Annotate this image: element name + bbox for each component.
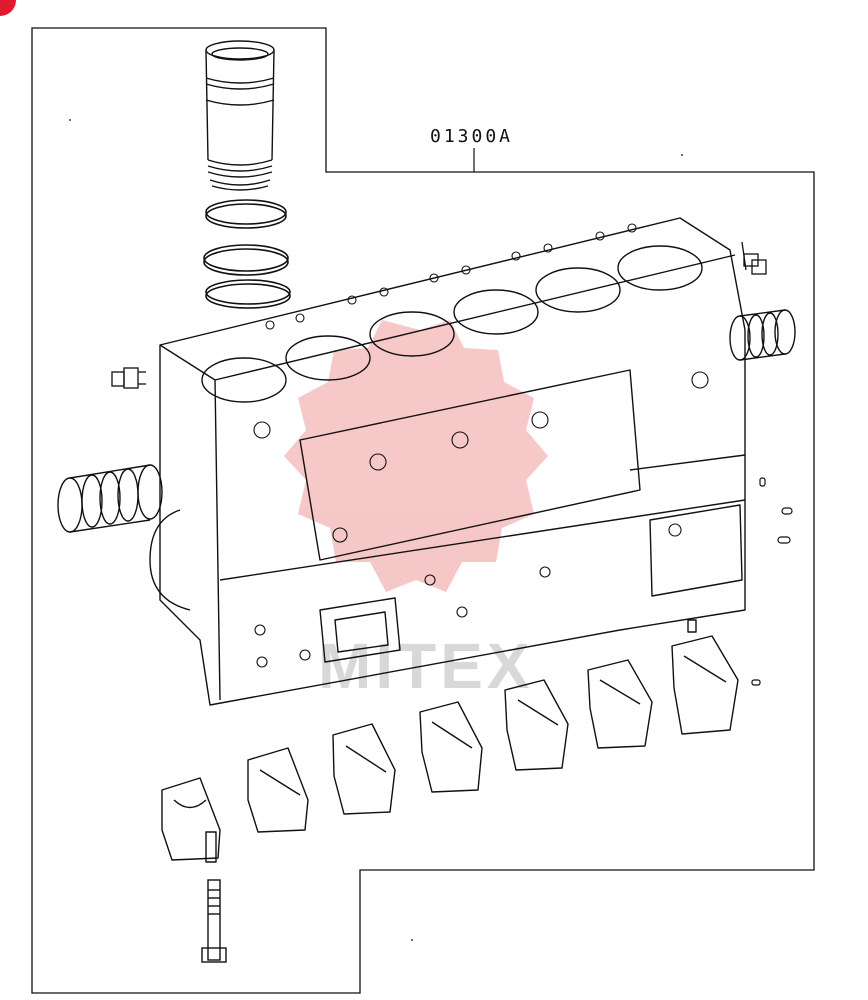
assembly-boundary [31,27,815,994]
right-plug-fitting [741,241,767,275]
cap-bolt [201,879,227,963]
right-camshaft-bushing [729,309,796,361]
cylinder-bores [201,245,703,403]
bearing-cap-2 [247,747,309,833]
scan-dot [411,939,413,941]
main-bearing-caps [161,619,739,863]
block-bolt-holes [253,223,709,668]
part-number-label: 01300A [430,126,513,147]
corner-badge-icon [0,0,16,16]
bearing-cap-5 [504,679,569,771]
bearing-cap-4 [419,701,483,793]
left-camshaft-bushings [57,464,163,533]
cylinder-liner [205,40,275,191]
bearing-cap-7 [671,619,739,735]
left-plug-fitting [111,367,146,389]
bearing-cap-6 [587,659,653,749]
bearing-cap-1 [161,777,221,863]
piston-rings [203,199,291,309]
dowel-pins [751,477,793,686]
scan-dot [69,119,71,121]
scan-dot [681,154,683,156]
gear-icon [284,320,548,592]
cylinder-block [149,217,746,706]
bearing-cap-3 [332,723,396,815]
